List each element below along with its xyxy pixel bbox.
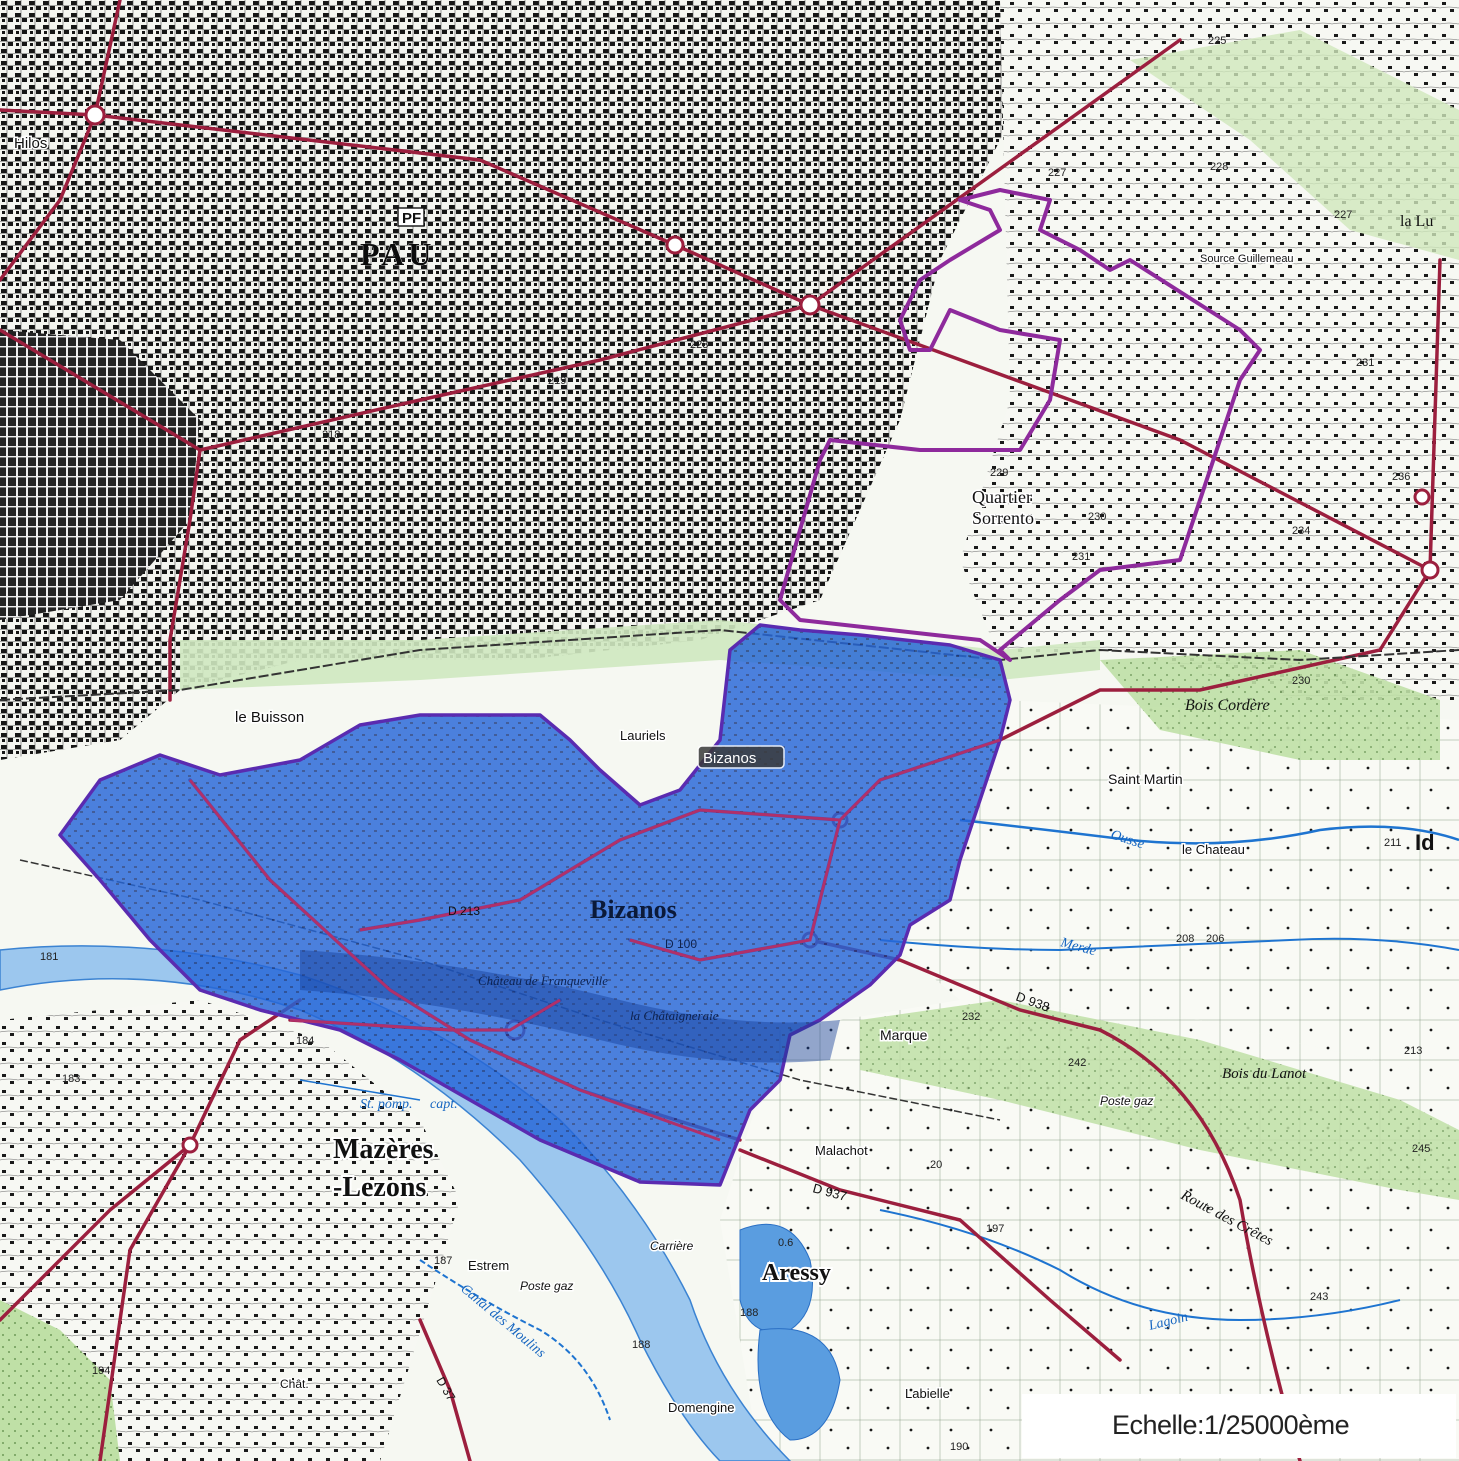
elevation-label: 20 [930, 1159, 942, 1171]
bizanos-badge-bg [697, 745, 785, 769]
label-bois-du-lanot: Bois du Lanot [1222, 1066, 1307, 1082]
label-poste-gaz-2: Poste gaz [1100, 1094, 1153, 1108]
elevation-label: 228 [1210, 161, 1228, 173]
map-labels: PF PAU Hilos Quartier Sorrento Bizanos B… [13, 35, 1435, 1453]
elevation-label: 184 [296, 1035, 314, 1047]
label-carriere: Carrière [650, 1239, 694, 1253]
elevation-label: 227 [1048, 167, 1066, 179]
label-domengine: Domengine [668, 1400, 735, 1415]
elevation-label: 236 [1392, 471, 1410, 483]
elevation-label: 243 [1310, 1291, 1328, 1303]
elevation-label: 231 [1356, 357, 1374, 369]
elevation-label: 188 [740, 1307, 758, 1319]
stream-merde [879, 937, 1459, 952]
elevation-label: 223 [690, 339, 708, 351]
label-lauriels: Lauriels [620, 728, 666, 743]
canal-des-moulins [419, 1259, 611, 1421]
elevation-label: 234 [1292, 525, 1310, 537]
elevation-label: 218 [322, 429, 340, 441]
zone-roads [188, 738, 1001, 1142]
elevation-label: 211 [1384, 837, 1402, 849]
label-st-pomp: St. pomp. [360, 1097, 413, 1112]
label-bois-cordere: Bois Cordère [1185, 697, 1270, 714]
elevation-label: 232 [962, 1011, 980, 1023]
elevation-label: 229 [990, 467, 1008, 479]
elevation-label: 206 [1206, 933, 1224, 945]
label-sorrento: Sorrento [972, 508, 1034, 528]
label-la-lu: la Lu [1400, 213, 1433, 230]
elevation-label: 208 [1176, 933, 1194, 945]
label-marque: Marque [880, 1027, 928, 1043]
forest-north-east [1130, 30, 1459, 260]
elevation-label: 219 [548, 375, 566, 387]
elevation-label: 231 [1072, 551, 1090, 563]
lake-aressy [739, 1223, 813, 1333]
label-d100: D 100 [665, 937, 697, 951]
zone-river-band [300, 950, 840, 1063]
elevation-label: 245 [1412, 1143, 1430, 1155]
stream-ousse [959, 818, 1459, 845]
forest-bois-lanot [860, 1000, 1459, 1200]
label-labielle: Labielle [905, 1386, 950, 1401]
forest-south-west [0, 1300, 120, 1461]
elevation-label: 197 [986, 1223, 1004, 1235]
elevation-label: 230 [1088, 511, 1106, 523]
elevation-label: 183 [62, 1073, 80, 1085]
label-chataigneraie: la Châtaigneraie [630, 1008, 719, 1023]
perimeter-quartier-sorrento [778, 188, 1262, 662]
label-id: Id [1415, 830, 1435, 855]
label-source-guillemeau: Source Guillemeau [1200, 253, 1294, 265]
label-hilos: Hilos [14, 135, 47, 152]
scale-label: Echelle:1/25000ème [1112, 1410, 1350, 1440]
elevation-label: 230 [1292, 675, 1310, 687]
label-pf: PF [402, 210, 421, 227]
elevation-label: 188 [632, 1339, 650, 1351]
elevation-label: 213 [1404, 1045, 1422, 1057]
label-d213: D 213 [448, 904, 480, 918]
label-le-chateau: le Chateau [1182, 842, 1245, 857]
label-malachot: Malachot [815, 1143, 868, 1158]
label-le-buisson: le Buisson [235, 709, 304, 726]
elevation-label: 242 [1068, 1057, 1086, 1069]
forest-bois-cordere [1100, 650, 1440, 760]
label-mazeres: Mazères [333, 1134, 434, 1165]
elevation-label: 194 [92, 1365, 110, 1377]
label-estrem: Estrem [468, 1258, 509, 1273]
label-chat: Chât. [280, 1377, 309, 1391]
elevation-label: 227 [1334, 209, 1352, 221]
elevation-label: 187 [434, 1255, 452, 1267]
urban-core-pau [0, 330, 200, 620]
scale-legend-box [1022, 1394, 1456, 1458]
label-pau: PAU [360, 236, 435, 272]
label-bizanos-badge: Bizanos [703, 750, 756, 767]
elevation-label: 181 [40, 951, 58, 963]
fields-east [900, 700, 1459, 1080]
pau-label-box [397, 207, 425, 227]
label-poste-gaz-1: Poste gaz [520, 1279, 573, 1293]
stream-lagoin [879, 1209, 1401, 1322]
label-capt: capt. [430, 1097, 458, 1112]
label-aressy: Aressy [762, 1260, 831, 1286]
label-lezons: -Lezons [333, 1172, 426, 1203]
elevation-label: 225 [1208, 35, 1226, 47]
stream-st-pomp [299, 1079, 421, 1101]
label-chateau-franqueville: Château de Franqueville [478, 973, 608, 988]
elevation-label: 0.6 [778, 1237, 793, 1249]
lake-aressy-south [757, 1328, 841, 1441]
elevation-label: 190 [950, 1441, 968, 1453]
label-quartier: Quartier [972, 487, 1032, 507]
label-saint-martin: Saint Martin [1108, 771, 1183, 787]
label-bizanos-town: Bizanos [590, 895, 677, 924]
